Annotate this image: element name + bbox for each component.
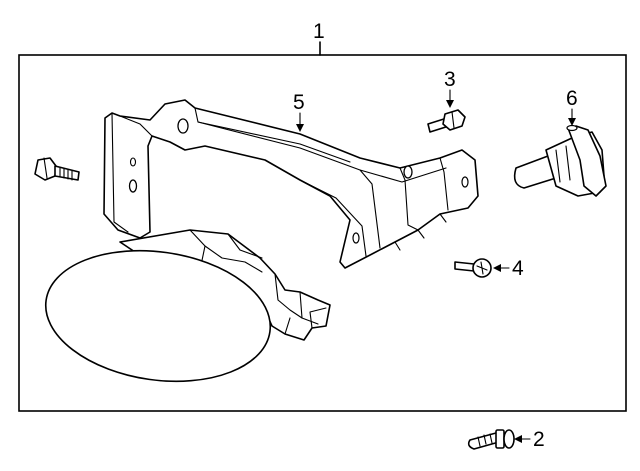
callout-3-arrowhead (446, 100, 454, 108)
callout-1-label: 1 (313, 20, 325, 43)
callout-5[interactable]: 5 (293, 91, 305, 132)
fog-lamp-lens (44, 249, 272, 383)
callout-5-arrowhead (296, 124, 304, 132)
callout-6[interactable]: 6 (566, 87, 578, 126)
bulb-icon[interactable] (513, 124, 607, 197)
callout-5-label: 5 (293, 91, 305, 114)
callout-2-arrowhead (514, 435, 522, 443)
callout-3-label: 3 (444, 68, 456, 91)
callout-4-label: 4 (512, 257, 524, 280)
fog-lamp-icon[interactable] (37, 229, 331, 395)
callout-6-arrowhead (568, 118, 576, 126)
callout-4[interactable]: 4 (493, 257, 524, 280)
callout-3[interactable]: 3 (444, 68, 456, 108)
bolt-icon[interactable] (34, 157, 80, 181)
callout-4-arrowhead (493, 264, 501, 272)
bolt-icon[interactable] (427, 109, 466, 133)
assembly-frame (18, 54, 627, 412)
screw-icon[interactable] (454, 258, 492, 278)
callout-1[interactable]: 1 (313, 20, 325, 56)
callout-2[interactable]: 2 (514, 428, 545, 451)
mounting-bracket-icon[interactable] (103, 99, 479, 269)
callout-6-label: 6 (566, 87, 578, 110)
screw-icon[interactable] (467, 429, 515, 450)
callout-2-label: 2 (533, 428, 545, 451)
